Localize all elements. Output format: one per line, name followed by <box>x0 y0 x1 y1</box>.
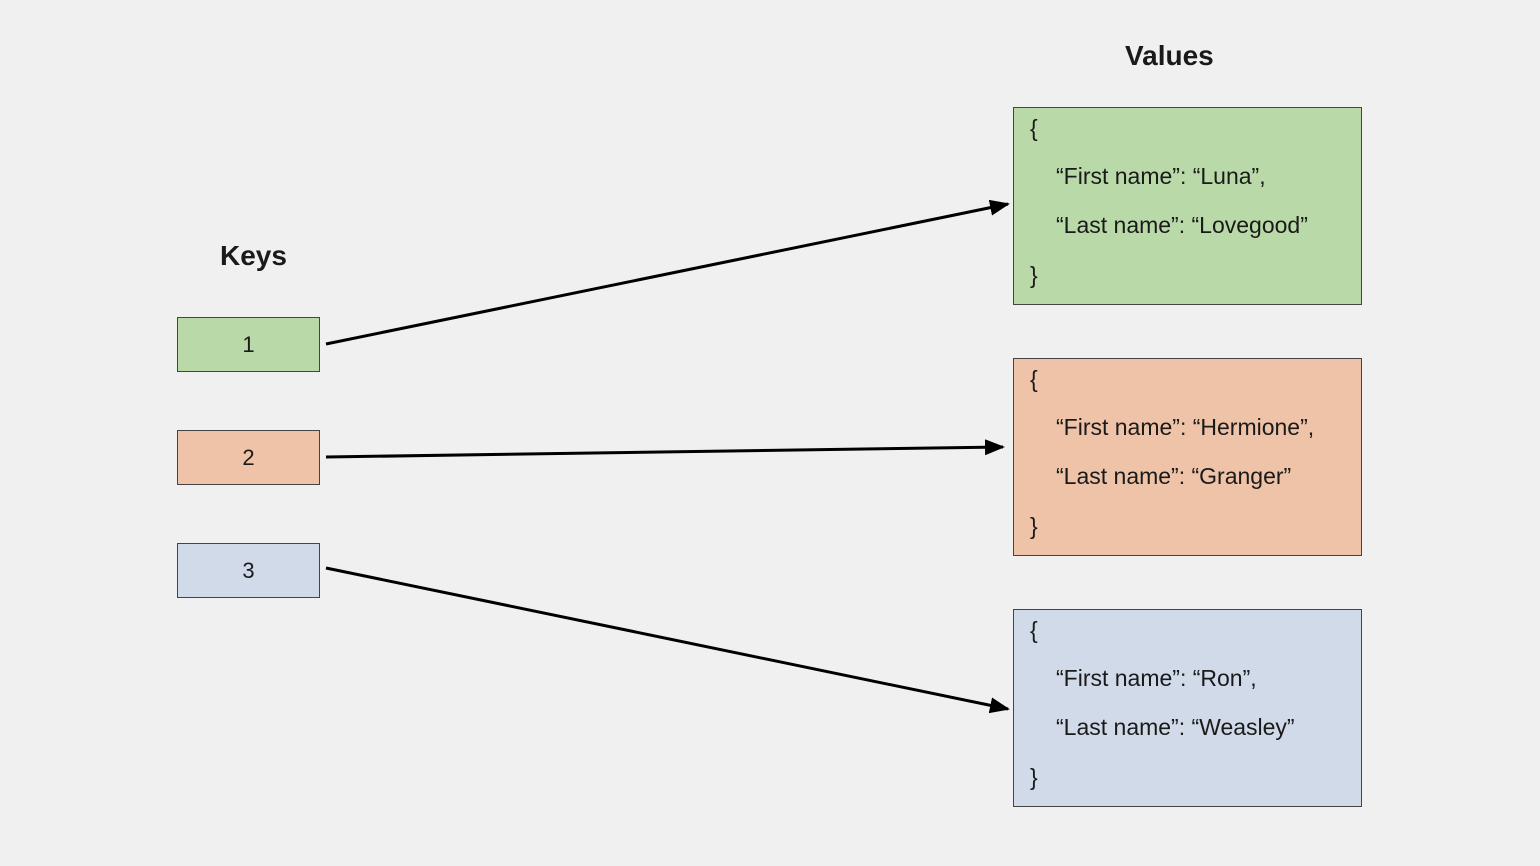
last-name-field: “Last name”: “Lovegood” <box>1056 212 1308 238</box>
value-box-3: { “First name”: “Ron”, “Last name”: “Wea… <box>1013 609 1362 807</box>
key-label: 3 <box>242 557 255 583</box>
key-label: 1 <box>242 331 255 357</box>
keys-heading: Keys <box>220 240 287 271</box>
arrow-key-1-to-value-1 <box>325 199 1010 346</box>
open-brace: { <box>1030 617 1038 643</box>
value-box-1: { “First name”: “Luna”, “Last name”: “Lo… <box>1013 107 1362 305</box>
open-brace: { <box>1030 366 1038 392</box>
last-name-field: “Last name”: “Granger” <box>1056 463 1292 489</box>
key-box-1: 1 <box>177 317 320 372</box>
arrow-key-2-to-value-2 <box>325 439 1005 459</box>
key-label: 2 <box>242 444 255 470</box>
first-name-field: “First name”: “Ron”, <box>1056 665 1257 691</box>
values-heading: Values <box>1125 40 1214 71</box>
first-name-field: “First name”: “Luna”, <box>1056 163 1266 189</box>
close-brace: } <box>1030 764 1038 790</box>
key-box-2: 2 <box>177 430 320 485</box>
close-brace: } <box>1030 513 1038 539</box>
first-name-field: “First name”: “Hermione”, <box>1056 414 1315 440</box>
key-box-3: 3 <box>177 543 320 598</box>
arrow-key-3-to-value-3 <box>325 566 1010 714</box>
value-box-2: { “First name”: “Hermione”, “Last name”:… <box>1013 358 1362 556</box>
open-brace: { <box>1030 115 1038 141</box>
close-brace: } <box>1030 262 1038 288</box>
last-name-field: “Last name”: “Weasley” <box>1056 714 1295 740</box>
